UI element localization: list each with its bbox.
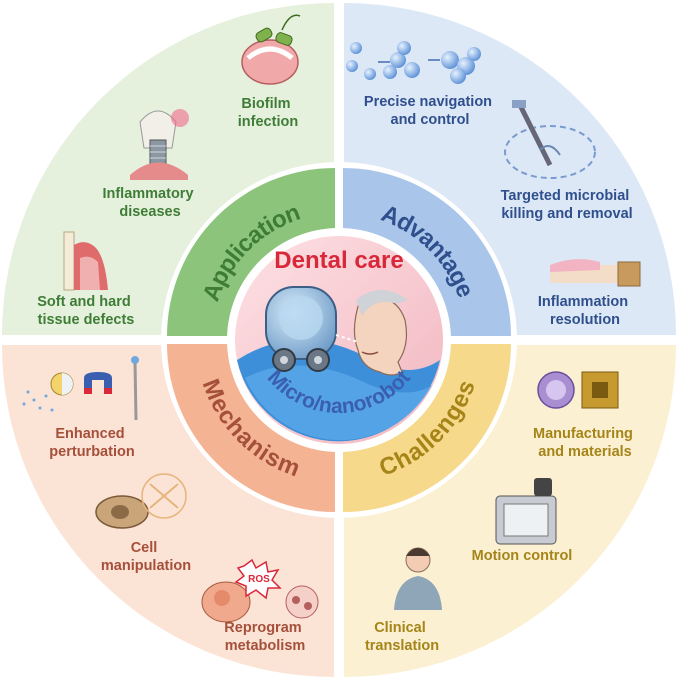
biofilm-jaw-icon <box>241 14 301 85</box>
label-inflammatory-diseases: Inflammatory diseases <box>102 186 197 220</box>
motion-control-printer-icon <box>495 478 557 545</box>
tissue-defect-icon <box>63 231 108 291</box>
navigation-particles-icon <box>346 41 481 84</box>
label-reprogram-metabolism: Reprogram metabolism <box>224 620 305 654</box>
microbial-killing-icon <box>504 100 596 179</box>
label-inflammation-resolution: Inflammation resolution <box>538 294 632 328</box>
implant-tooth-icon <box>130 109 189 180</box>
ros-metabolism-icon: ROS <box>201 558 319 623</box>
label-biofilm-infection: Biofilm infection <box>238 96 298 130</box>
label-precise-navigation: Precise navigation and control <box>364 94 496 128</box>
patient-face-icon <box>353 290 408 376</box>
label-motion-control: Motion control <box>472 548 573 564</box>
materials-icon <box>537 371 619 409</box>
ros-label: ROS <box>248 574 270 585</box>
center-title: Dental care <box>274 247 403 274</box>
center-disk: Dental care Micro/nanorobot <box>235 236 443 444</box>
label-manufacturing: Manufacturing and materials <box>533 426 637 460</box>
label-clinical-translation: Clinical translation <box>365 620 439 654</box>
perturbation-icon <box>22 356 139 421</box>
label-microbial-killing: Targeted microbial killing and removal <box>501 188 634 222</box>
micro-robot-icon <box>265 286 337 372</box>
clinician-icon <box>394 547 442 610</box>
label-enhanced-perturbation: Enhanced perturbation <box>49 426 134 460</box>
inflammation-resolution-icon <box>550 259 641 287</box>
label-cell-manipulation: Cell manipulation <box>101 540 191 574</box>
cell-manipulation-icon <box>95 473 187 529</box>
label-tissue-defects: Soft and hard tissue defects <box>37 294 134 328</box>
